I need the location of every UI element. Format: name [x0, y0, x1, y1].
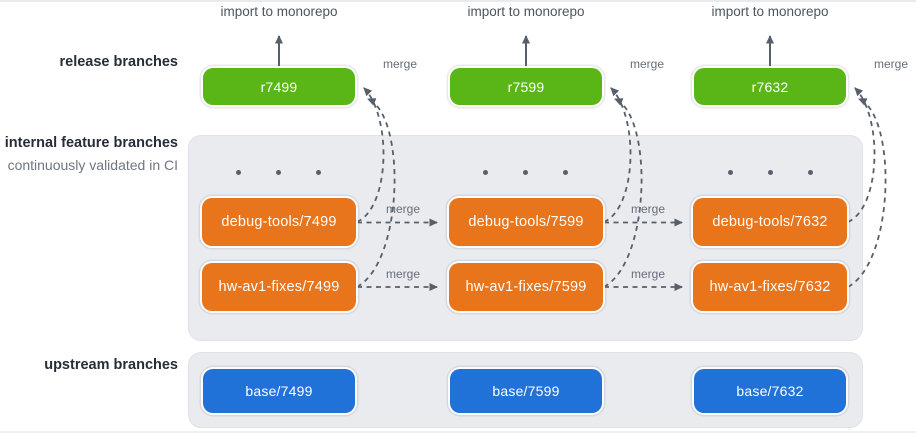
merge-label-release-2: merge	[629, 57, 664, 71]
ellipsis-dot	[728, 170, 733, 175]
ellipsis-dot	[483, 170, 488, 175]
ellipsis-dots-3	[728, 170, 813, 175]
feature-branch-node: debug-tools/7499	[202, 198, 356, 246]
feature-branch-node: hw-av1-fixes/7499	[202, 263, 356, 311]
feature-branch-node: debug-tools/7632	[693, 198, 847, 246]
feature-branch-node: hw-av1-fixes/7632	[693, 263, 847, 311]
ellipsis-dot	[276, 170, 281, 175]
ellipsis-dots-2	[483, 170, 568, 175]
ellipsis-dot	[808, 170, 813, 175]
upstream-row-title: upstream branches	[44, 357, 178, 373]
merge-label-hw-1-2: merge	[385, 267, 420, 281]
merge-label-debug-2-3: merge	[630, 202, 665, 216]
base-branch-node: base/7599	[450, 369, 602, 413]
ellipsis-dot	[523, 170, 528, 175]
base-branch-node: base/7499	[203, 369, 355, 413]
import-label-3: import to monorepo	[711, 4, 829, 19]
merge-label-debug-1-2: merge	[385, 202, 420, 216]
import-label-1: import to monorepo	[220, 4, 338, 19]
internal-row-label: internal feature branches continuously v…	[0, 132, 178, 176]
ellipsis-dot	[768, 170, 773, 175]
merge-label-hw-2-3: merge	[630, 267, 665, 281]
ellipsis-dot	[236, 170, 241, 175]
ellipsis-dot	[563, 170, 568, 175]
release-row-label: release branches	[0, 51, 179, 73]
internal-row-subtitle: continuously validated in CI	[7, 157, 178, 173]
release-branch-node: r7632	[694, 68, 846, 105]
upstream-row-label: upstream branches	[0, 354, 178, 376]
release-branch-node: r7499	[203, 68, 355, 105]
import-label-2: import to monorepo	[467, 4, 585, 19]
bottom-divider	[0, 431, 916, 433]
feature-branch-node: debug-tools/7599	[449, 198, 603, 246]
base-branch-node: base/7632	[694, 369, 846, 413]
internal-row-title: internal feature branches	[4, 135, 178, 151]
ellipsis-dots-1	[236, 170, 321, 175]
top-divider	[0, 0, 916, 2]
feature-branch-node: hw-av1-fixes/7599	[449, 263, 603, 311]
ellipsis-dot	[316, 170, 321, 175]
release-branch-node: r7599	[450, 68, 602, 105]
merge-label-release-3: merge	[873, 57, 908, 71]
release-row-title: release branches	[59, 54, 179, 70]
merge-label-release-1: merge	[382, 57, 417, 71]
